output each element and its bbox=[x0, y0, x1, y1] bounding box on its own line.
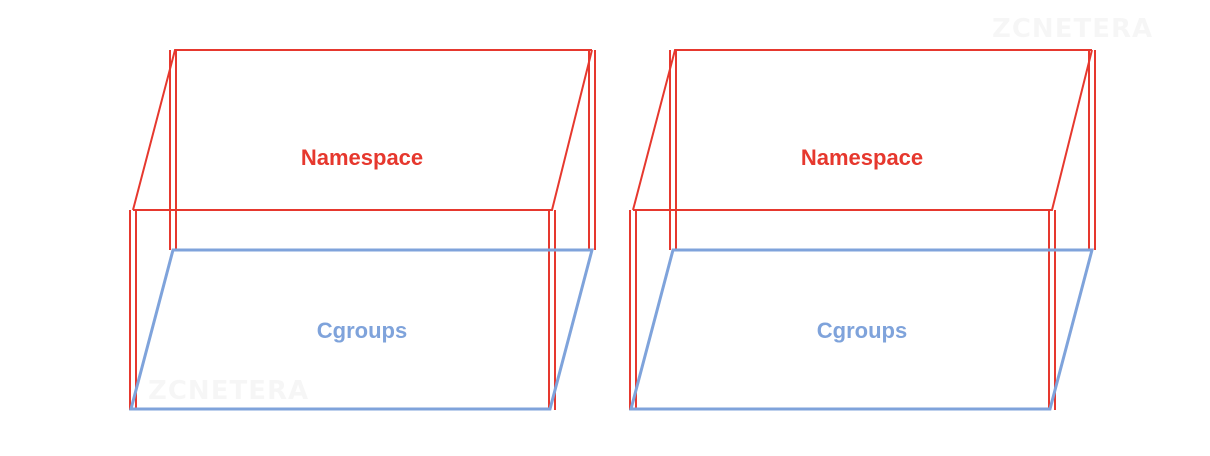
cgroups-plane bbox=[129, 248, 594, 411]
container-group-1: Namespace Cgroups ZCNETERA bbox=[129, 49, 596, 411]
container-1-box bbox=[129, 49, 596, 411]
namespace-label: Namespace bbox=[800, 145, 924, 170]
watermark-text: ZCNETERA bbox=[148, 376, 309, 406]
cgroups-label: Cgroups bbox=[316, 318, 408, 343]
container-group-2: Namespace Cgroups bbox=[500, 0, 1105, 456]
namespace-label: Namespace bbox=[300, 145, 424, 170]
namespace-frame bbox=[629, 49, 1096, 410]
cgroups-plane bbox=[629, 248, 1094, 411]
watermark-text-top: ZCNETERA bbox=[992, 14, 1153, 44]
cgroups-label: Cgroups bbox=[816, 318, 908, 343]
container-2-box bbox=[629, 49, 1096, 411]
namespace-frame bbox=[129, 49, 596, 410]
